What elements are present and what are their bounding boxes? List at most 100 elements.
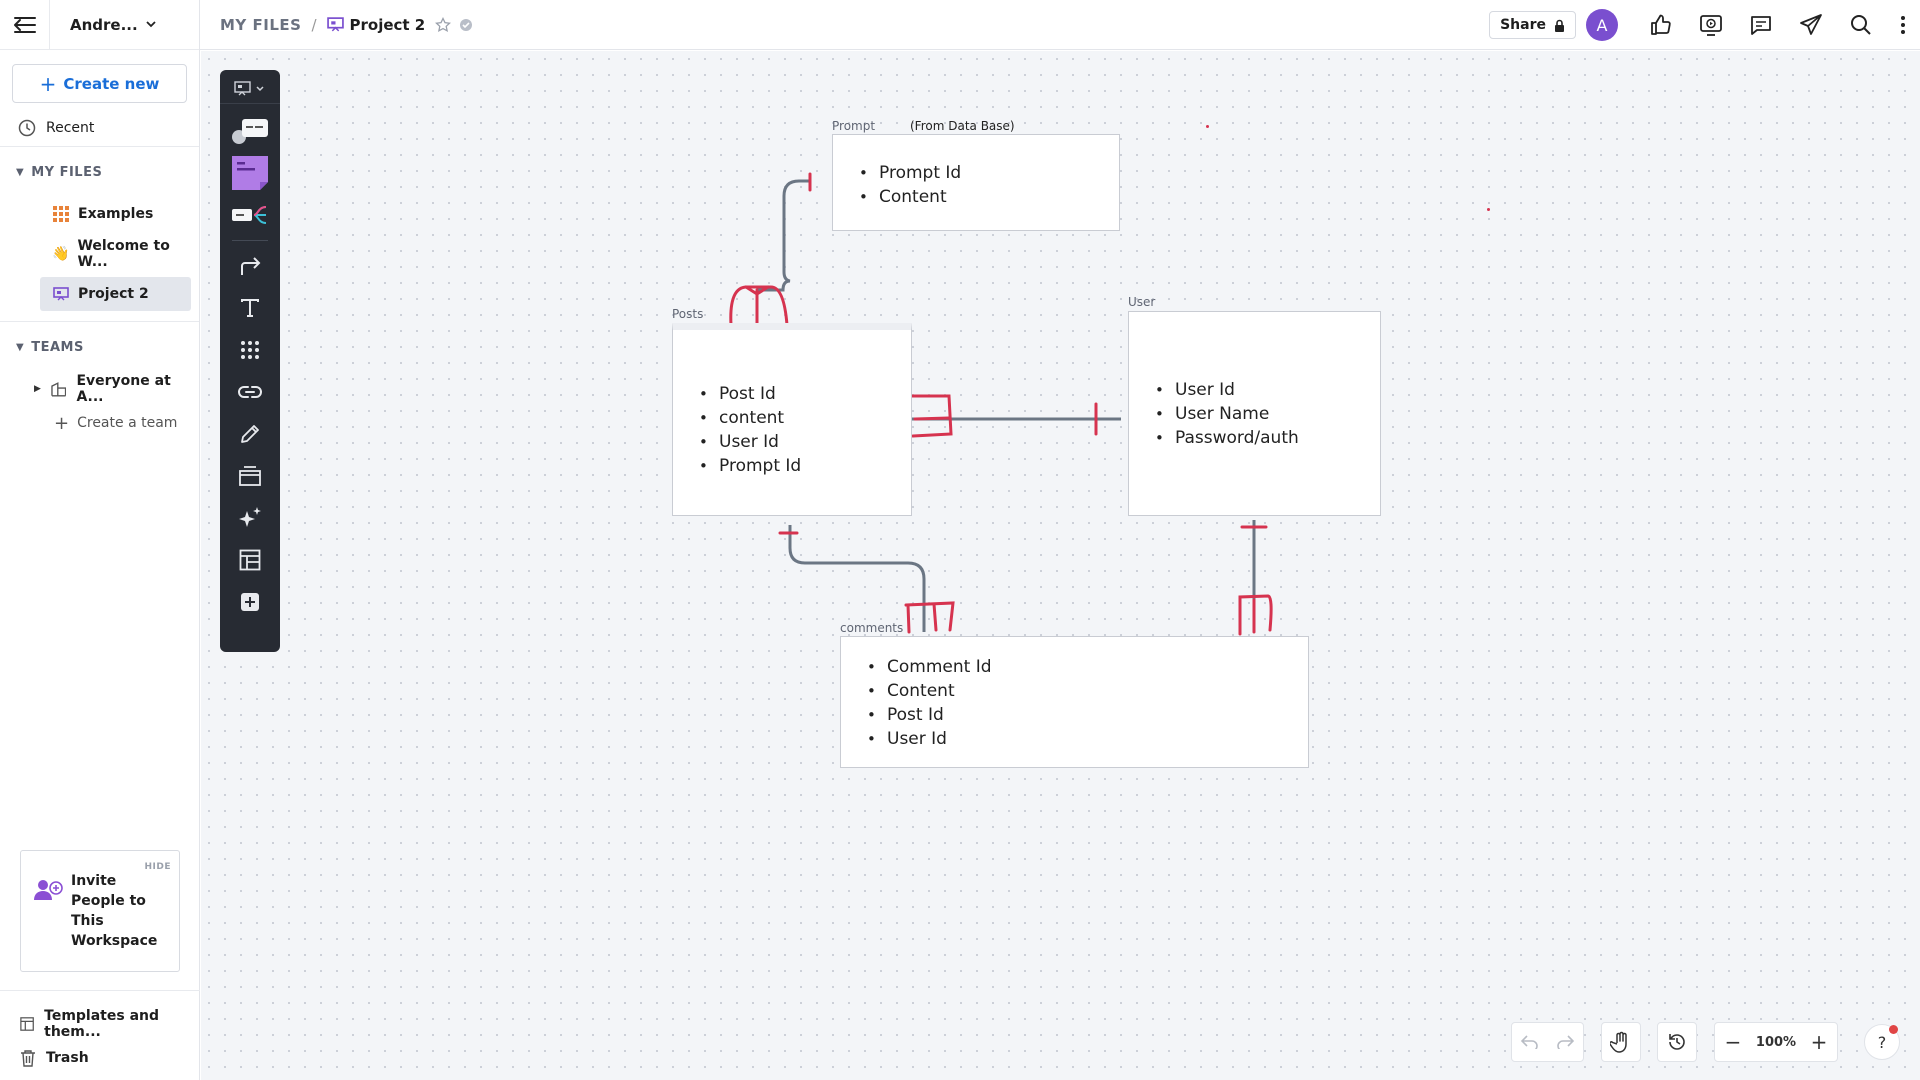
invite-people-card[interactable]: HIDE Invite People to This Workspace <box>20 850 180 972</box>
arrow-line-icon <box>241 257 261 275</box>
toolbar-divider <box>232 240 268 241</box>
presentation-play-icon <box>1700 15 1722 36</box>
sidebar-item-label: Templates and them... <box>44 1008 160 1040</box>
my-files-section-header[interactable]: ▼ MY FILES <box>0 147 199 197</box>
list-item: Password/auth <box>1153 426 1380 450</box>
text-tool[interactable] <box>220 287 280 329</box>
mind-map-tool[interactable] <box>220 194 280 236</box>
help-label: ? <box>1877 1032 1887 1052</box>
comments-attributes: Comment Id Content Post Id User Id <box>865 655 1308 751</box>
wave-emoji-icon: 👋 <box>52 246 70 262</box>
sidebar-item-trash[interactable]: Trash <box>0 1041 200 1075</box>
posts-entity-box[interactable]: Post Id content User Id Prompt Id <box>672 323 912 516</box>
redo-button[interactable] <box>1548 1035 1584 1049</box>
user-box-label[interactable]: User <box>1128 295 1156 309</box>
reactions-button[interactable] <box>1636 0 1686 50</box>
sticky-note-tool[interactable] <box>220 152 280 194</box>
prompt-box-note[interactable]: (From Data Base) <box>910 119 1015 133</box>
teams-section-header[interactable]: ▼ TEAMS <box>0 322 199 372</box>
notification-badge <box>1889 1025 1898 1034</box>
zoom-out-button[interactable]: − <box>1724 1030 1742 1054</box>
sidebar-item-welcome[interactable]: 👋 Welcome to W... <box>40 237 191 271</box>
sidebar-item-templates[interactable]: Templates and them... <box>0 1007 200 1041</box>
prompt-attributes: Prompt Id Content <box>857 161 1119 209</box>
breadcrumb-separator: / <box>311 15 317 34</box>
layout-icon <box>239 549 261 571</box>
redo-icon <box>1557 1035 1575 1049</box>
verified-icon[interactable] <box>459 18 473 32</box>
page-title[interactable]: Project 2 <box>349 15 426 34</box>
share-button[interactable]: Share <box>1489 11 1576 39</box>
board-type-selector[interactable] <box>220 74 280 104</box>
link-tool[interactable] <box>220 371 280 413</box>
zoom-in-button[interactable]: + <box>1810 1030 1828 1054</box>
create-new-label: Create new <box>63 74 160 93</box>
breadcrumb-my-files[interactable]: MY FILES <box>220 15 302 34</box>
prompt-box-label[interactable]: Prompt <box>832 119 876 133</box>
thumbs-up-icon <box>1651 14 1671 35</box>
comment-icon <box>1751 16 1771 35</box>
create-new-button[interactable]: + Create new <box>12 64 187 103</box>
comments-entity-box[interactable]: Comment Id Content Post Id User Id <box>840 636 1309 768</box>
undo-button[interactable] <box>1512 1035 1548 1049</box>
text-icon <box>241 299 259 317</box>
create-team-button[interactable]: + Create a team <box>0 406 199 440</box>
collapse-sidebar-button[interactable] <box>0 0 50 50</box>
zoom-controls: − 100% + <box>1714 1022 1838 1062</box>
pen-tool[interactable] <box>220 413 280 455</box>
more-options-button[interactable] <box>1886 0 1920 50</box>
board-switch-icon <box>234 80 264 95</box>
list-item: Post Id <box>865 703 1308 727</box>
hand-pan-button[interactable] <box>1601 1022 1641 1062</box>
posts-box-label[interactable]: Posts <box>672 307 704 321</box>
list-item: content <box>697 406 911 430</box>
mindmap-icon <box>232 206 267 224</box>
ai-tool[interactable] <box>220 497 280 539</box>
templates-tool[interactable] <box>220 539 280 581</box>
sidebar-item-team-everyone[interactable]: ▶ Everyone at A... <box>0 372 199 406</box>
sidebar-item-project-2[interactable]: Project 2 <box>40 277 191 311</box>
undo-icon <box>1520 1035 1538 1049</box>
sidebar-item-label: Examples <box>78 206 154 222</box>
caret-down-icon: ▼ <box>16 341 25 353</box>
star-icon[interactable] <box>435 16 452 33</box>
top-bar: MY FILES / Project 2 Share A <box>200 0 1920 50</box>
list-item: Prompt Id <box>697 454 911 478</box>
comments-button[interactable] <box>1736 0 1786 50</box>
list-item: Prompt Id <box>857 161 1119 185</box>
send-button[interactable] <box>1786 0 1836 50</box>
history-button[interactable] <box>1657 1022 1697 1062</box>
workspace-user-menu[interactable]: Andre... <box>50 16 156 34</box>
card-tool-icon <box>232 119 268 144</box>
add-more-tool[interactable] <box>220 581 280 623</box>
grid-icon <box>52 206 70 222</box>
avatar[interactable]: A <box>1586 9 1618 41</box>
paper-plane-icon <box>1800 14 1822 35</box>
list-item: Comment Id <box>865 655 1308 679</box>
help-button[interactable]: ? <box>1864 1024 1900 1060</box>
board-icon <box>326 17 344 32</box>
search-button[interactable] <box>1836 0 1886 50</box>
user-entity-box[interactable]: User Id User Name Password/auth <box>1128 311 1381 516</box>
section-title: TEAMS <box>31 339 84 355</box>
hide-invite-button[interactable]: HIDE <box>144 862 171 872</box>
plus-icon: + <box>54 412 70 434</box>
sidebar-item-examples[interactable]: Examples <box>40 197 191 231</box>
comment-card-tool[interactable] <box>220 110 280 152</box>
zoom-level[interactable]: 100% <box>1755 1034 1797 1050</box>
comments-box-label[interactable]: comments <box>840 621 904 635</box>
present-button[interactable] <box>1686 0 1736 50</box>
list-item: User Id <box>697 430 911 454</box>
sidebar-item-recent[interactable]: Recent <box>0 113 199 147</box>
prompt-entity-box[interactable]: Prompt Id Content <box>832 134 1120 231</box>
trash-icon <box>21 1049 35 1067</box>
sidebar-item-label: Everyone at A... <box>76 373 171 405</box>
column-tool[interactable] <box>220 455 280 497</box>
grid-apps-tool[interactable] <box>220 329 280 371</box>
chevron-down-icon <box>146 21 156 28</box>
caret-down-icon: ▼ <box>16 166 25 178</box>
canvas-dot <box>1206 125 1209 128</box>
list-item: User Id <box>1153 378 1380 402</box>
sidebar-item-label: Trash <box>46 1050 89 1066</box>
arrow-tool[interactable] <box>220 245 280 287</box>
